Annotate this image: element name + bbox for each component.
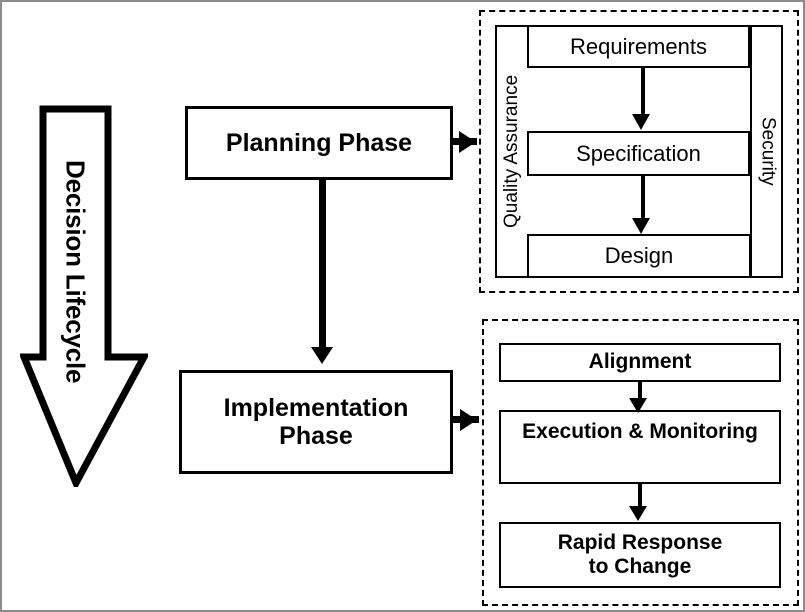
agile-arrow-execution-to-rapid-shaft bbox=[638, 483, 642, 511]
quality-assurance-band: Quality Assurance bbox=[495, 25, 527, 278]
waterfall-arrow-specification-to-design-shaft bbox=[641, 175, 645, 221]
waterfall-arrow-specification-to-design-head bbox=[632, 218, 650, 234]
planning-phase-label: Planning Phase bbox=[225, 129, 413, 157]
waterfall-stage-specification-label: Specification bbox=[576, 140, 701, 166]
agile-stage-alignment-label: Alignment bbox=[588, 350, 692, 374]
agile-arrow-execution-to-rapid-head bbox=[629, 506, 647, 521]
implementation-phase-box[interactable]: Implementation Phase bbox=[179, 370, 453, 474]
agile-stage-execution-monitoring[interactable]: Execution & Monitoring bbox=[499, 410, 781, 484]
agile-stage-execution-monitoring-label: Execution & Monitoring bbox=[522, 420, 758, 443]
implementation-phase-label-line2: Phase bbox=[279, 422, 353, 450]
implementation-phase-label-line1: Implementation bbox=[223, 394, 409, 422]
agile-stage-rapid-response-label-line1: Rapid Response bbox=[557, 530, 723, 554]
planning-phase-box[interactable]: Planning Phase bbox=[185, 106, 453, 180]
waterfall-arrow-requirements-to-specification-head bbox=[632, 114, 650, 130]
waterfall-stage-specification[interactable]: Specification bbox=[527, 131, 750, 176]
waterfall-stage-design-label: Design bbox=[604, 243, 674, 268]
connector-planning-to-waterfall-head bbox=[459, 131, 476, 153]
waterfall-stage-requirements[interactable]: Requirements bbox=[527, 25, 750, 68]
connector-planning-to-implementation-head bbox=[311, 347, 333, 364]
connector-planning-to-implementation-shaft bbox=[319, 179, 326, 351]
agile-stage-alignment[interactable]: Alignment bbox=[499, 343, 781, 382]
agile-stage-rapid-response-label-line2: to Change bbox=[588, 555, 692, 578]
agile-arrow-alignment-to-execution-head bbox=[629, 398, 647, 413]
waterfall-stage-design[interactable]: Design bbox=[527, 234, 752, 278]
decision-lifecycle-arrow-icon bbox=[20, 105, 148, 487]
waterfall-arrow-requirements-to-specification-shaft bbox=[641, 67, 645, 117]
security-band: Security bbox=[750, 25, 783, 278]
agile-arrow-alignment-to-execution-shaft bbox=[638, 381, 642, 403]
agile-stage-rapid-response[interactable]: Rapid Response to Change bbox=[499, 522, 781, 588]
decision-lifecycle-label: Decision Lifecycle bbox=[60, 160, 91, 384]
connector-implementation-to-agile-head bbox=[460, 409, 477, 431]
waterfall-stage-requirements-label: Requirements bbox=[570, 33, 707, 59]
